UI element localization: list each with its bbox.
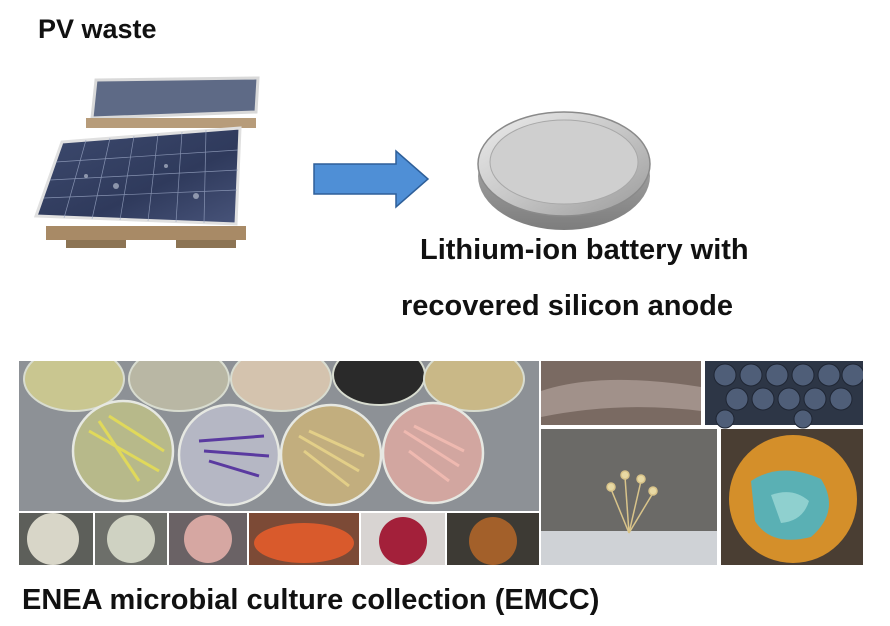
pv-waste-image [33, 76, 260, 248]
petri-dish-collage [19, 361, 539, 565]
battery-label-line1: Lithium-ion battery with [420, 234, 749, 266]
coin-cell-battery-image [477, 111, 651, 230]
emcc-caption: ENEA microbial culture collection (EMCC) [22, 584, 600, 616]
battery-label-line2: recovered silicon anode [401, 290, 734, 322]
petri-dish [23, 361, 525, 412]
fungi-photo-collage [541, 361, 863, 565]
arrow-right-icon [313, 149, 430, 209]
pv-waste-title: PV waste [38, 14, 157, 44]
